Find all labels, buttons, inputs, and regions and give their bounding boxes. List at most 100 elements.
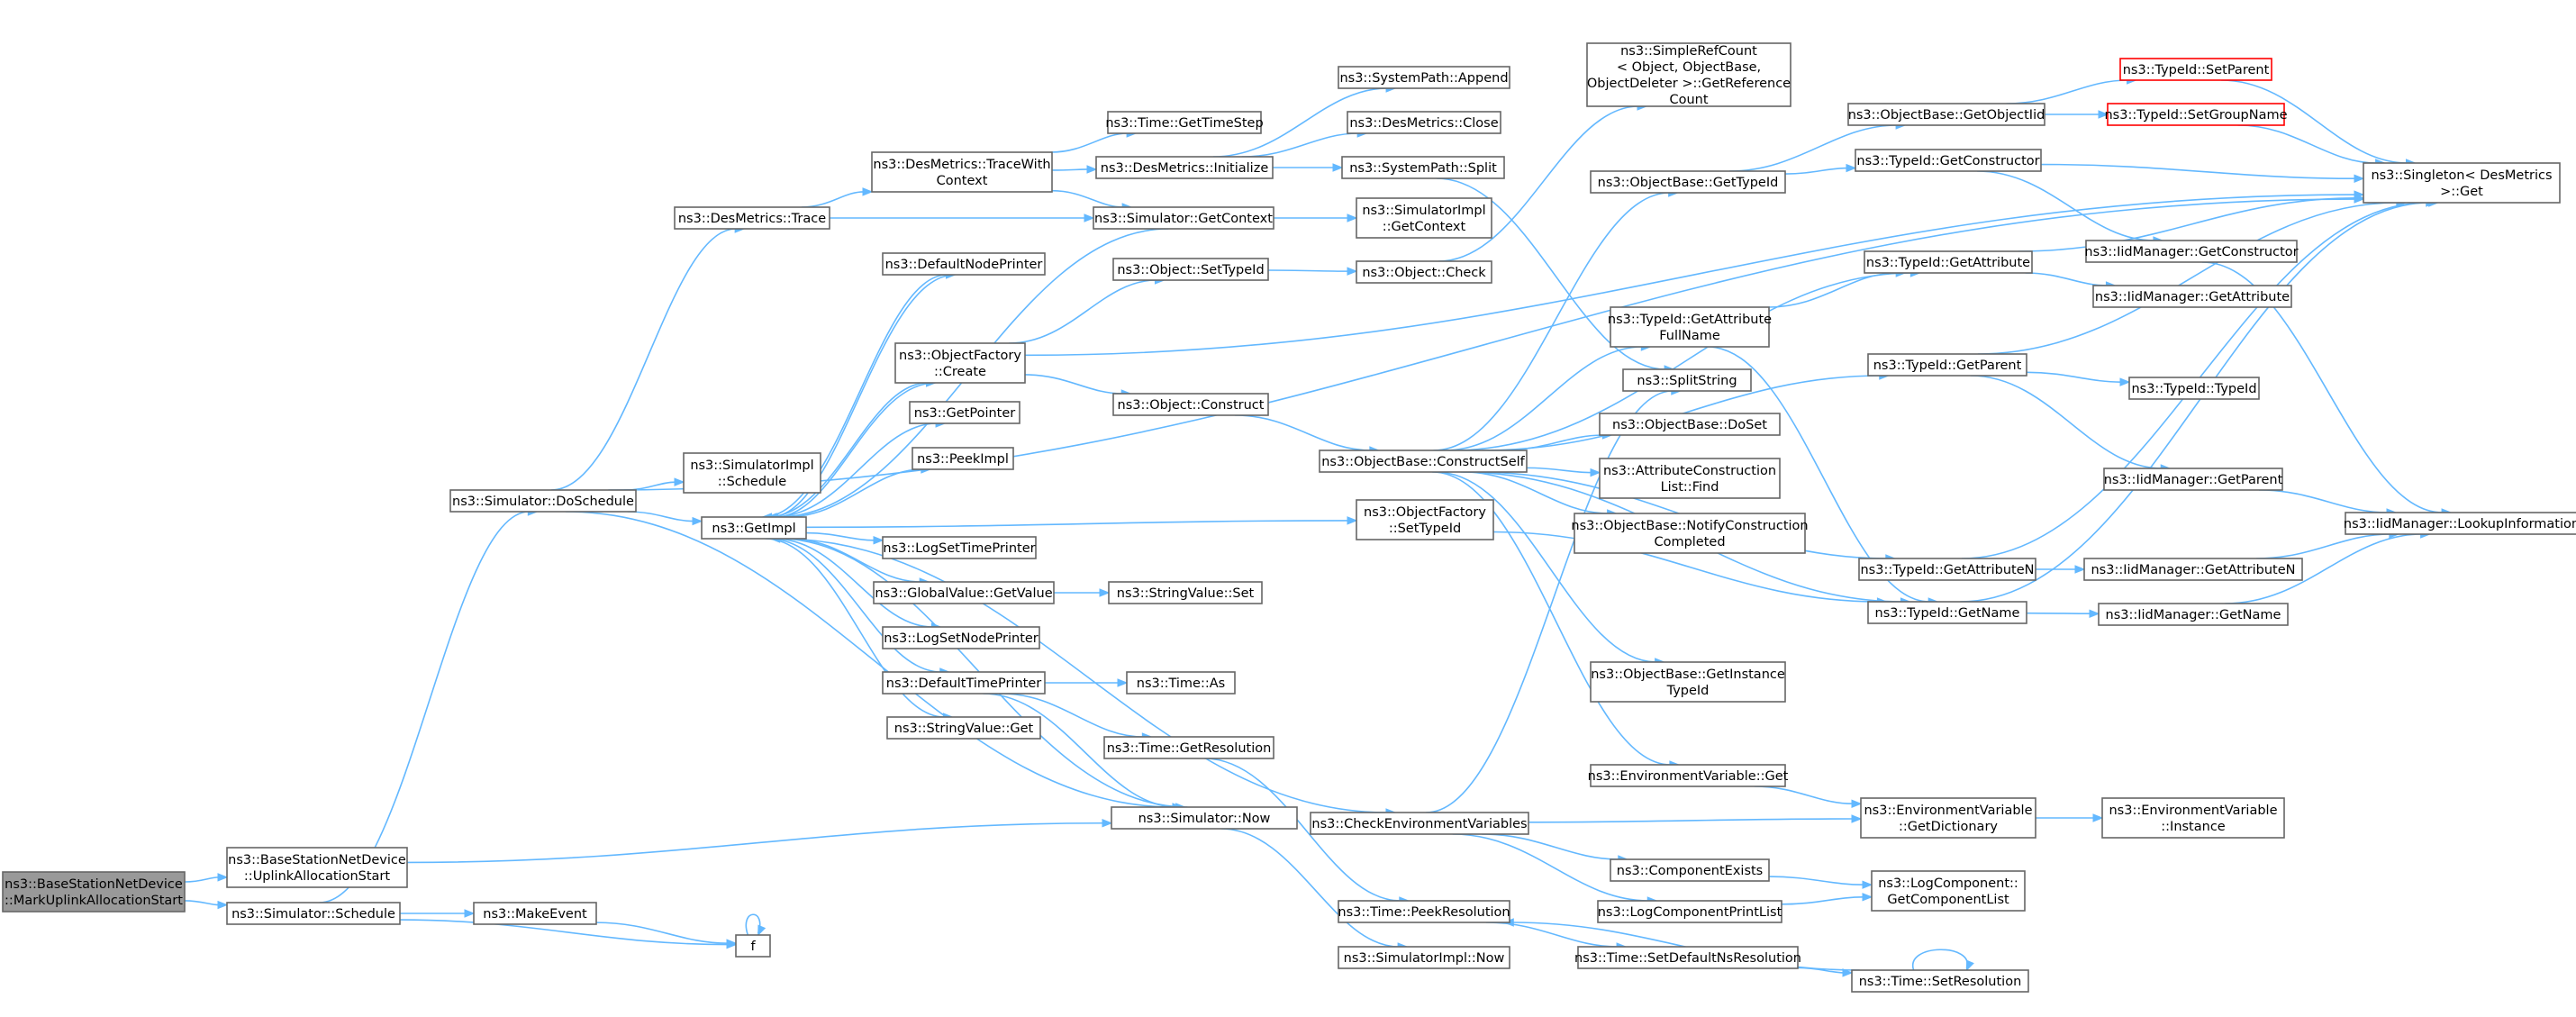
node-label-line: ns3::SystemPath::Append <box>1339 71 1508 86</box>
node-root[interactable]: ns3::BaseStationNetDevice::MarkUplinkAll… <box>2 871 186 913</box>
node-schedule[interactable]: ns3::Simulator::Schedule <box>226 902 401 925</box>
node-simpleRefCount[interactable]: ns3::SimpleRefCount< Object, ObjectBase,… <box>1586 42 1791 107</box>
node-singletonGet[interactable]: ns3::Singleton< DesMetrics >::Get <box>2363 162 2561 204</box>
node-desClose[interactable]: ns3::DesMetrics::Close <box>1347 111 1501 134</box>
edge-arrowhead <box>1846 163 1857 173</box>
node-typeIdGetAttribute[interactable]: ns3::TypeId::GetAttribute <box>1864 250 2033 274</box>
node-timeGetTimeStep[interactable]: ns3::Time::GetTimeStep <box>1105 111 1264 134</box>
node-timeSetResolution[interactable]: ns3::Time::SetResolution <box>1851 969 2029 993</box>
node-logSetNodePrinter[interactable]: ns3::LogSetNodePrinter <box>882 626 1040 649</box>
edge-defaultTimePrinter-to-timeAs <box>1044 678 1129 687</box>
node-defaultTimePrinter[interactable]: ns3::DefaultTimePrinter <box>882 671 1046 695</box>
node-getPointer[interactable]: ns3::GetPointer <box>909 401 1020 424</box>
node-logSetTimePrinter[interactable]: ns3::LogSetTimePrinter <box>882 536 1037 559</box>
node-simImplGetContext[interactable]: ns3::SimulatorImpl::GetContext <box>1356 197 1492 239</box>
node-iidGetParent[interactable]: ns3::IidManager::GetParent <box>2103 468 2283 491</box>
node-box <box>1599 458 1781 499</box>
node-envVarInstance[interactable]: ns3::EnvironmentVariable::Instance <box>2101 797 2285 839</box>
node-iidLookupInfo[interactable]: ns3::IidManager::LookupInformation <box>2344 512 2576 535</box>
node-label-line: ns3::BaseStationNetDevice <box>5 877 183 892</box>
node-globalGetValue[interactable]: ns3::GlobalValue::GetValue <box>873 581 1055 604</box>
node-iidGetName[interactable]: ns3::IidManager::GetName <box>2098 603 2289 626</box>
node-constructSelf[interactable]: ns3::ObjectBase::ConstructSelf <box>1319 449 1528 473</box>
edge-path <box>770 274 956 518</box>
node-iidGetConstructor[interactable]: ns3::IidManager::GetConstructor <box>2084 240 2299 263</box>
edge-getContext-to-simImplGetContext <box>1273 213 1358 222</box>
node-label-line: ns3::TypeId::TypeId <box>2131 382 2256 396</box>
node-sysAppend[interactable]: ns3::SystemPath::Append <box>1338 66 1510 89</box>
node-logCompGetList[interactable]: ns3::LogComponent::GetComponentList <box>1871 870 2026 912</box>
node-box <box>1622 368 1752 392</box>
node-label-line: ns3::Time::As <box>1137 676 1225 691</box>
node-getContext[interactable]: ns3::Simulator::GetContext <box>1093 206 1274 230</box>
node-box <box>882 536 1037 559</box>
node-envVarGetDictionary[interactable]: ns3::EnvironmentVariable::GetDictionary <box>1860 797 2036 839</box>
node-objBaseGetTypeId[interactable]: ns3::ObjectBase::GetTypeId <box>1590 170 1786 194</box>
node-iidGetAttribute[interactable]: ns3::IidManager::GetAttribute <box>2092 285 2292 308</box>
node-typeIdSetParent[interactable]: ns3::TypeId::SetParent <box>2119 58 2272 81</box>
node-getObjectIid[interactable]: ns3::ObjectBase::GetObjectIid <box>1847 103 2045 126</box>
node-objSetTypeId[interactable]: ns3::Object::SetTypeId <box>1112 258 1269 281</box>
node-getImpl[interactable]: ns3::GetImpl <box>701 516 807 540</box>
edge-arrowhead <box>2092 813 2104 822</box>
node-box <box>2119 58 2272 81</box>
node-typeIdTypeId[interactable]: ns3::TypeId::TypeId <box>2128 377 2260 400</box>
node-label-line: ns3::Object::SetTypeId <box>1117 263 1264 277</box>
node-stringValueSet[interactable]: ns3::StringValue::Set <box>1108 581 1263 604</box>
node-box <box>1860 797 2036 839</box>
edge-path <box>1452 833 1649 902</box>
node-splitString[interactable]: ns3::SplitString <box>1622 368 1752 392</box>
node-box <box>2098 603 2289 626</box>
node-peekImpl[interactable]: ns3::PeekImpl <box>912 447 1014 470</box>
node-desTrace[interactable]: ns3::DesMetrics::Trace <box>674 206 830 230</box>
node-label-line: ns3::Simulator::Schedule <box>231 907 395 922</box>
node-componentExists[interactable]: ns3::ComponentExists <box>1610 858 1770 882</box>
node-typeIdGetParent[interactable]: ns3::TypeId::GetParent <box>1867 353 2027 377</box>
node-typeIdGetAttributeN[interactable]: ns3::TypeId::GetAttributeN <box>1858 558 2036 581</box>
node-label-line: ::GetContext <box>1383 220 1466 234</box>
node-timePeekResolution[interactable]: ns3::Time::PeekResolution <box>1338 900 1510 923</box>
node-objFactorySetTypeId[interactable]: ns3::ObjectFactory::SetTypeId <box>1356 499 1494 540</box>
node-simImplNow[interactable]: ns3::SimulatorImpl::Now <box>1338 946 1510 969</box>
node-label-line: ns3::TypeId::GetAttributeN <box>1860 563 2034 577</box>
node-typeIdSetGroupName[interactable]: ns3::TypeId::SetGroupName <box>2104 103 2288 126</box>
node-box <box>2363 162 2561 204</box>
node-makeEvent[interactable]: ns3::MakeEvent <box>473 902 597 925</box>
node-label-line: ::MarkUplinkAllocationStart <box>5 894 183 908</box>
node-envVarGet[interactable]: ns3::EnvironmentVariable::Get <box>1588 764 1789 787</box>
node-doSchedule[interactable]: ns3::Simulator::DoSchedule <box>449 489 637 513</box>
node-timeAs[interactable]: ns3::Time::As <box>1126 671 1236 695</box>
node-label-line: ns3::Time::GetTimeStep <box>1105 116 1263 131</box>
node-desInitialize[interactable]: ns3::DesMetrics::Initialize <box>1095 156 1274 179</box>
edge-arrowhead <box>1590 468 1601 477</box>
node-now[interactable]: ns3::Simulator::Now <box>1111 806 1298 830</box>
node-logComponentPrintList[interactable]: ns3::LogComponentPrintList <box>1597 900 1782 923</box>
node-defaultNodePrinter[interactable]: ns3::DefaultNodePrinter <box>882 252 1046 276</box>
node-label-line: ns3::Time::GetResolution <box>1107 741 1272 756</box>
node-sysSplit[interactable]: ns3::SystemPath::Split <box>1341 156 1505 179</box>
node-timeGetResolution[interactable]: ns3::Time::GetResolution <box>1103 736 1274 759</box>
node-objConstruct[interactable]: ns3::Object::Construct <box>1112 393 1269 416</box>
node-notifyConstr[interactable]: ns3::ObjectBase::NotifyConstructionCompl… <box>1571 513 1809 554</box>
node-simImplSchedule[interactable]: ns3::SimulatorImpl::Schedule <box>683 452 821 494</box>
node-iidGetAttributeN[interactable]: ns3::IidManager::GetAttributeN <box>2083 558 2303 581</box>
node-label-line: ns3::TypeId::SetGroupName <box>2104 108 2287 123</box>
node-stringValueGet[interactable]: ns3::StringValue::Get <box>886 716 1041 740</box>
edge-uplinkAlloc-to-now <box>406 819 1113 864</box>
node-f[interactable]: f <box>735 934 771 958</box>
node-typeIdGetName[interactable]: ns3::TypeId::GetName <box>1867 601 2027 624</box>
node-typeIdGetConstructor[interactable]: ns3::TypeId::GetConstructor <box>1855 149 2042 172</box>
node-setDefaultNsRes[interactable]: ns3::Time::SetDefaultNsResolution <box>1574 946 1801 969</box>
node-checkEnvVars[interactable]: ns3::CheckEnvironmentVariables <box>1310 812 1529 835</box>
node-uplinkAlloc[interactable]: ns3::BaseStationNetDevice::UplinkAllocat… <box>226 847 408 888</box>
node-objBaseDoSet[interactable]: ns3::ObjectBase::DoSet <box>1599 413 1781 436</box>
edge-path <box>1977 170 2154 241</box>
node-box <box>1093 206 1274 230</box>
edge-arrowhead <box>217 900 229 910</box>
node-objCheck[interactable]: ns3::Object::Check <box>1356 260 1492 284</box>
node-objFactoryCreate[interactable]: ns3::ObjectFactory::Create <box>894 342 1026 384</box>
